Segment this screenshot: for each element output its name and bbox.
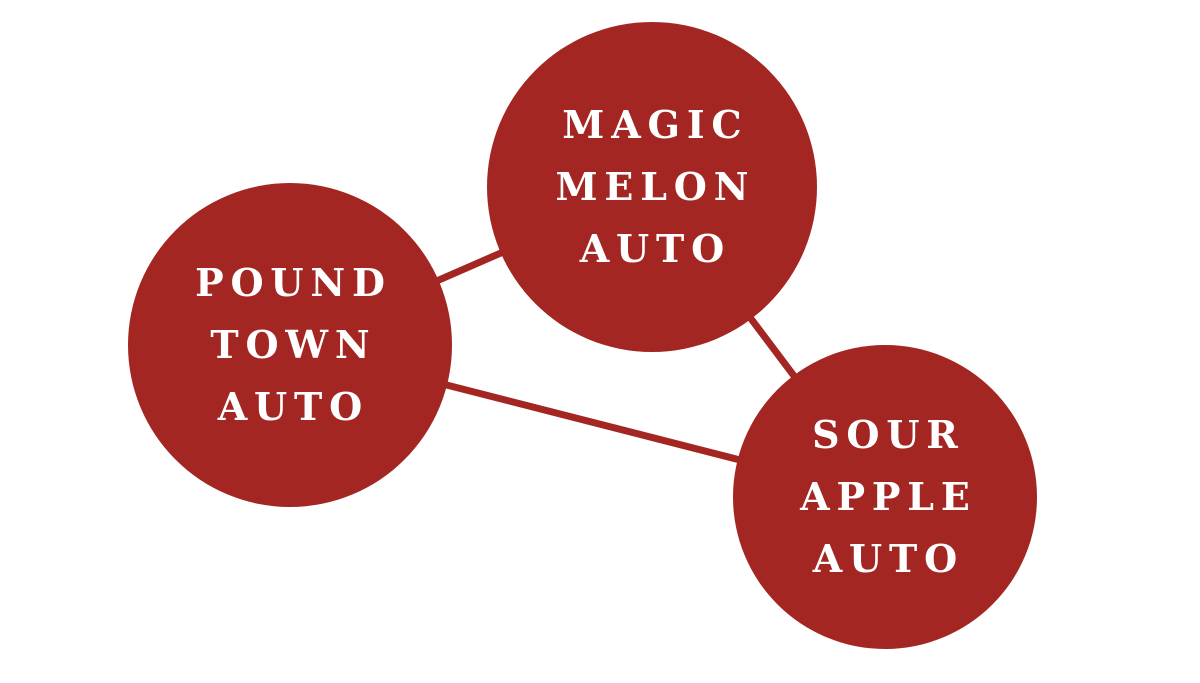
node-label-line: POUND <box>195 260 392 305</box>
node-label-line: AUTO <box>579 226 732 271</box>
node-label-line: AUTO <box>812 536 965 581</box>
node-label-line: APPLE <box>800 474 977 519</box>
node-label-line: SOUR <box>812 412 965 457</box>
node-sour-apple-auto: SOUR APPLE AUTO <box>733 345 1037 649</box>
node-pound-town-auto: POUND TOWN AUTO <box>128 183 452 507</box>
node-label-line: MELON <box>555 164 756 209</box>
node-label-line: MAGIC <box>562 102 749 147</box>
node-label-line: TOWN <box>210 322 377 367</box>
node-magic-melon-auto: MAGIC MELON AUTO <box>487 22 817 352</box>
node-label-line: AUTO <box>217 384 370 429</box>
